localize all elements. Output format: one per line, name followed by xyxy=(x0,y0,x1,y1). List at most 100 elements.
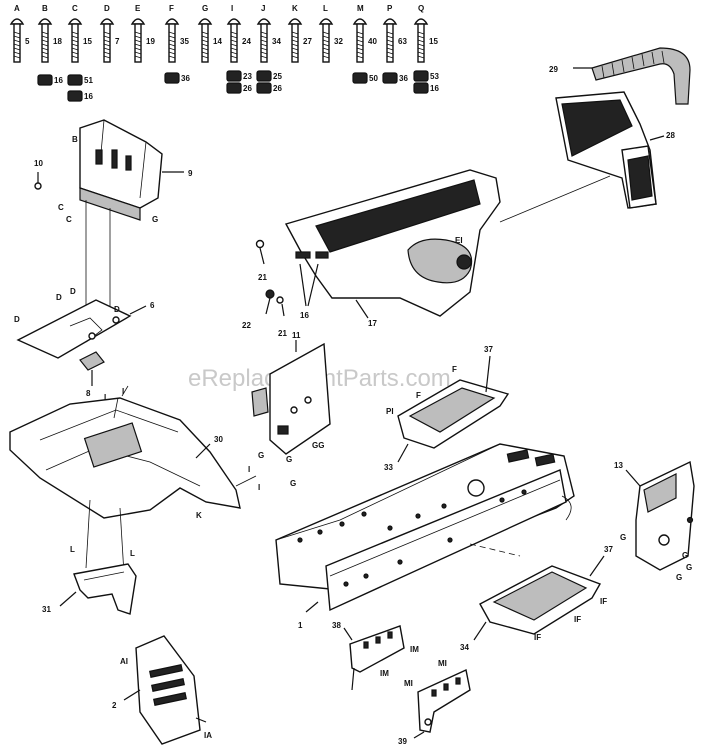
bolt-thread xyxy=(230,47,238,51)
bolt-thread xyxy=(201,47,209,51)
letter-IF-2: IF xyxy=(574,615,581,624)
bolt-thread xyxy=(322,51,330,55)
bolt-thread xyxy=(260,47,268,51)
callout-6: 6 xyxy=(150,301,155,310)
callout-37a: 37 xyxy=(484,345,493,354)
bolt-thread xyxy=(134,31,142,35)
bolt-thread xyxy=(134,47,142,51)
hardware-size: 34 xyxy=(272,37,281,46)
bolt-thread xyxy=(41,39,49,43)
bolt-thread xyxy=(386,51,394,55)
bolt-thread xyxy=(356,51,364,55)
bolt-head xyxy=(318,18,334,25)
bolt-shank xyxy=(260,23,268,63)
bolt-head xyxy=(256,18,272,25)
bolt-thread xyxy=(230,51,238,55)
callout-1: 1 xyxy=(298,621,303,630)
bolt-thread xyxy=(417,55,425,59)
bolt-thread xyxy=(103,55,111,59)
part-28-panel xyxy=(555,91,665,209)
bolt-thread xyxy=(71,47,79,51)
hardware-item: F35 xyxy=(164,4,189,63)
bolt-thread xyxy=(13,47,21,51)
letter-F-2: F xyxy=(416,391,421,400)
bolt-thread xyxy=(386,35,394,39)
hardware-letter: B xyxy=(42,4,48,13)
bolt-thread xyxy=(417,47,425,51)
bolt-thread xyxy=(201,55,209,59)
letter-D-3: D xyxy=(70,287,76,296)
part-9-control-pod xyxy=(79,119,184,322)
hardware-row: A5B18C15D7E19F35G14I24J34K27L32M40P63Q15… xyxy=(9,4,439,102)
bolt-thread xyxy=(417,51,425,55)
hardware-item: D7 xyxy=(99,4,120,63)
bolt-thread xyxy=(134,55,142,59)
nut-size: 26 xyxy=(273,84,282,93)
letter-L-1: L xyxy=(70,545,75,554)
callout-2: 2 xyxy=(112,701,117,710)
bolt-thread xyxy=(13,35,21,39)
callout-34: 34 xyxy=(460,643,469,652)
letter-G-11b: G xyxy=(286,455,292,464)
letter-PI: PI xyxy=(386,407,394,416)
bolt-thread xyxy=(386,31,394,35)
bolt-thread xyxy=(322,39,330,43)
hardware-letter: I xyxy=(231,4,233,13)
hardware-item: P63 xyxy=(382,4,407,63)
hardware-letter: P xyxy=(387,4,393,13)
bolt-shank xyxy=(13,23,21,63)
bolt-thread xyxy=(386,55,394,59)
letter-IF-3: IF xyxy=(534,633,541,642)
bolt-head xyxy=(352,18,368,25)
bolt-thread xyxy=(201,39,209,43)
hardware-item: E19 xyxy=(130,4,155,63)
bolt-thread xyxy=(71,39,79,43)
bolt-thread xyxy=(168,35,176,39)
bolt-thread xyxy=(71,31,79,35)
callout-30: 30 xyxy=(214,435,223,444)
part-31-bracket xyxy=(59,563,137,615)
bolt-shank xyxy=(356,23,364,63)
part-30-fender xyxy=(9,385,257,575)
callout-33: 33 xyxy=(384,463,393,472)
nut xyxy=(413,70,429,82)
nut xyxy=(226,82,242,94)
letter-MI-2: MI xyxy=(404,679,413,688)
bolt-thread xyxy=(230,39,238,43)
hardware-letter: D xyxy=(104,4,110,13)
bolt-thread xyxy=(134,39,142,43)
bolt-thread xyxy=(13,31,21,35)
bolt-thread xyxy=(41,35,49,39)
hardware-item: Q15 xyxy=(413,4,438,63)
bolt-thread xyxy=(356,31,364,35)
hardware-item: K27 xyxy=(287,4,312,63)
nut xyxy=(67,90,83,102)
nut xyxy=(352,72,368,84)
hardware-letter: L xyxy=(323,4,328,13)
bolt-shank xyxy=(134,23,142,63)
bolt-thread xyxy=(201,35,209,39)
bolt-shank xyxy=(230,23,238,63)
hardware-size: 5 xyxy=(25,37,30,46)
hardware-letter: C xyxy=(72,4,78,13)
bolt-thread xyxy=(103,35,111,39)
part-16-screws: 16 xyxy=(299,263,319,320)
hardware-letter: Q xyxy=(418,4,424,13)
callout-8: 8 xyxy=(86,389,91,398)
bolt-thread xyxy=(417,31,425,35)
bolt-shank xyxy=(201,23,209,63)
bolt-thread xyxy=(41,47,49,51)
letter-G-pod: G xyxy=(152,215,158,224)
bolt-head xyxy=(130,18,146,25)
bolt-head xyxy=(37,18,53,25)
letter-GG: GG xyxy=(312,441,324,450)
nut-size: 25 xyxy=(273,72,282,81)
nut xyxy=(67,74,83,86)
bolt-thread xyxy=(291,55,299,59)
hardware-size: 19 xyxy=(146,37,155,46)
bolt-thread xyxy=(201,51,209,55)
bolt-head xyxy=(164,18,180,25)
bolt-thread xyxy=(260,43,268,47)
letter-IM-1: IM xyxy=(410,645,419,654)
bolt-thread xyxy=(168,55,176,59)
